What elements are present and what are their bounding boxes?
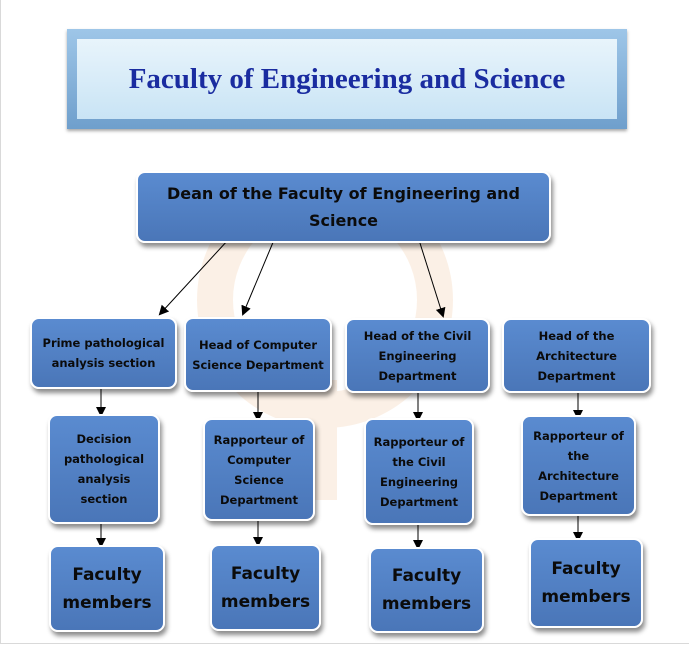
faculty-members-label: Faculty members <box>62 564 152 613</box>
page-title: Faculty of Engineering and Science <box>128 62 566 95</box>
head-label: Head of Computer Science Department <box>192 337 324 372</box>
title-banner: Faculty of Engineering and Science <box>67 29 627 129</box>
connector-dean-to-head-1 <box>158 239 229 316</box>
head-box-civil-engineering: Head of the Civil Engineering Department <box>345 318 490 393</box>
faculty-members-label: Faculty members <box>220 563 311 612</box>
dean-label: Dean of the Faculty of Engineering and S… <box>167 184 520 230</box>
rapporteur-box-pathological: Decision pathological analysis section <box>48 414 160 524</box>
head-box-computer-science: Head of Computer Science Department <box>184 317 332 392</box>
head-box-prime-pathological: Prime pathological analysis section <box>30 317 177 389</box>
faculty-members-box-2: Faculty members <box>210 544 321 631</box>
faculty-members-box-1: Faculty members <box>49 545 165 632</box>
rapporteur-label: Decision pathological analysis section <box>63 432 145 506</box>
faculty-members-label: Faculty members <box>381 566 472 614</box>
head-box-architecture: Head of the Architecture Department <box>502 318 651 393</box>
faculty-members-box-3: Faculty members <box>369 547 484 633</box>
head-label: Head of the Architecture Department <box>536 328 617 383</box>
head-label: Head of the Civil Engineering Department <box>363 328 472 383</box>
title-banner-inner: Faculty of Engineering and Science <box>77 39 617 119</box>
head-label: Prime pathological analysis section <box>42 336 165 370</box>
dean-box: Dean of the Faculty of Engineering and S… <box>136 171 551 243</box>
connector-dean-to-head-3 <box>418 239 446 318</box>
rapporteur-label: Rapporteur of the Architecture Departmen… <box>533 428 624 503</box>
connector-dean-to-head-2 <box>241 239 275 316</box>
rapporteur-label: Rapporteur of the Civil Engineering Depa… <box>373 434 465 509</box>
rapporteur-box-civil-engineering: Rapporteur of the Civil Engineering Depa… <box>364 418 474 525</box>
faculty-members-label: Faculty members <box>541 559 631 607</box>
rapporteur-box-computer-science: Rapporteur of Computer Science Departmen… <box>203 418 315 521</box>
rapporteur-label: Rapporteur of Computer Science Departmen… <box>213 432 305 507</box>
rapporteur-box-architecture: Rapporteur of the Architecture Departmen… <box>521 415 636 516</box>
faculty-members-box-4: Faculty members <box>529 538 643 628</box>
